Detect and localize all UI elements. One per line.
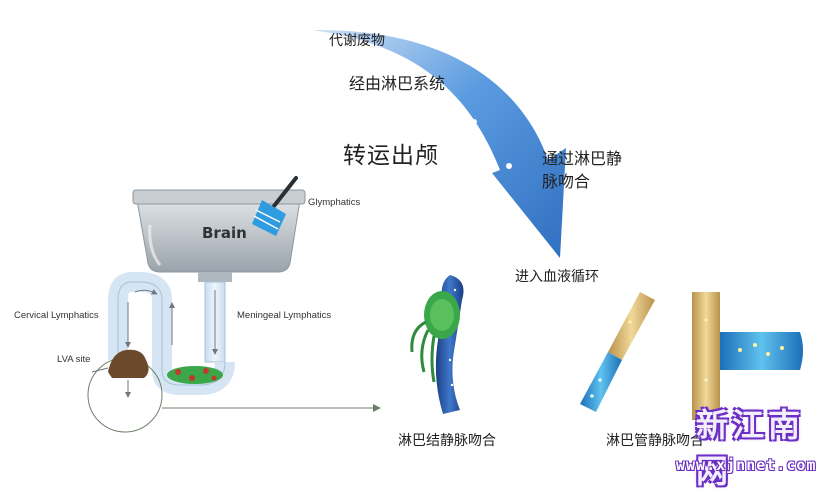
meningeal-clog: [167, 366, 223, 384]
cervical-lymphatics-label: Cervical Lymphatics: [14, 310, 99, 321]
via-lymphatic-label: 经由淋巴系统: [349, 74, 446, 93]
metabolic-waste-label: 代谢废物: [329, 33, 385, 49]
lymph-vessel-vein-illustration-b: [692, 292, 803, 420]
watermark-url: www.xjnnet.com: [676, 456, 817, 474]
transport-arrow: [312, 29, 566, 258]
meningeal-lymphatics-label: Meningeal Lymphatics: [237, 310, 332, 321]
brain-label: Brain: [202, 224, 247, 242]
watermark-site-name: 新江南网: [696, 406, 805, 490]
lymph-vessel-lva-caption: 淋巴管静脉吻合: [606, 433, 704, 449]
transport-out-label: 转运出颅: [343, 143, 439, 169]
via-lva-label-line2: 脉吻合: [542, 172, 591, 191]
drain-pipes: [108, 272, 235, 395]
lva-site-label: LVA site: [57, 354, 91, 365]
lva-site: [87, 349, 381, 433]
via-lva-label-line1: 通过淋巴静: [542, 149, 623, 168]
glymphatics-brush-icon: [252, 176, 298, 236]
enter-blood-label: 进入血液循环: [515, 269, 599, 285]
glymphatics-label: Glymphatics: [308, 197, 361, 208]
lymph-node-vein-illustration: [410, 275, 464, 414]
lymph-node-lva-caption: 淋巴结静脉吻合: [398, 433, 496, 449]
lymph-vessel-vein-illustration-a: [580, 292, 655, 412]
